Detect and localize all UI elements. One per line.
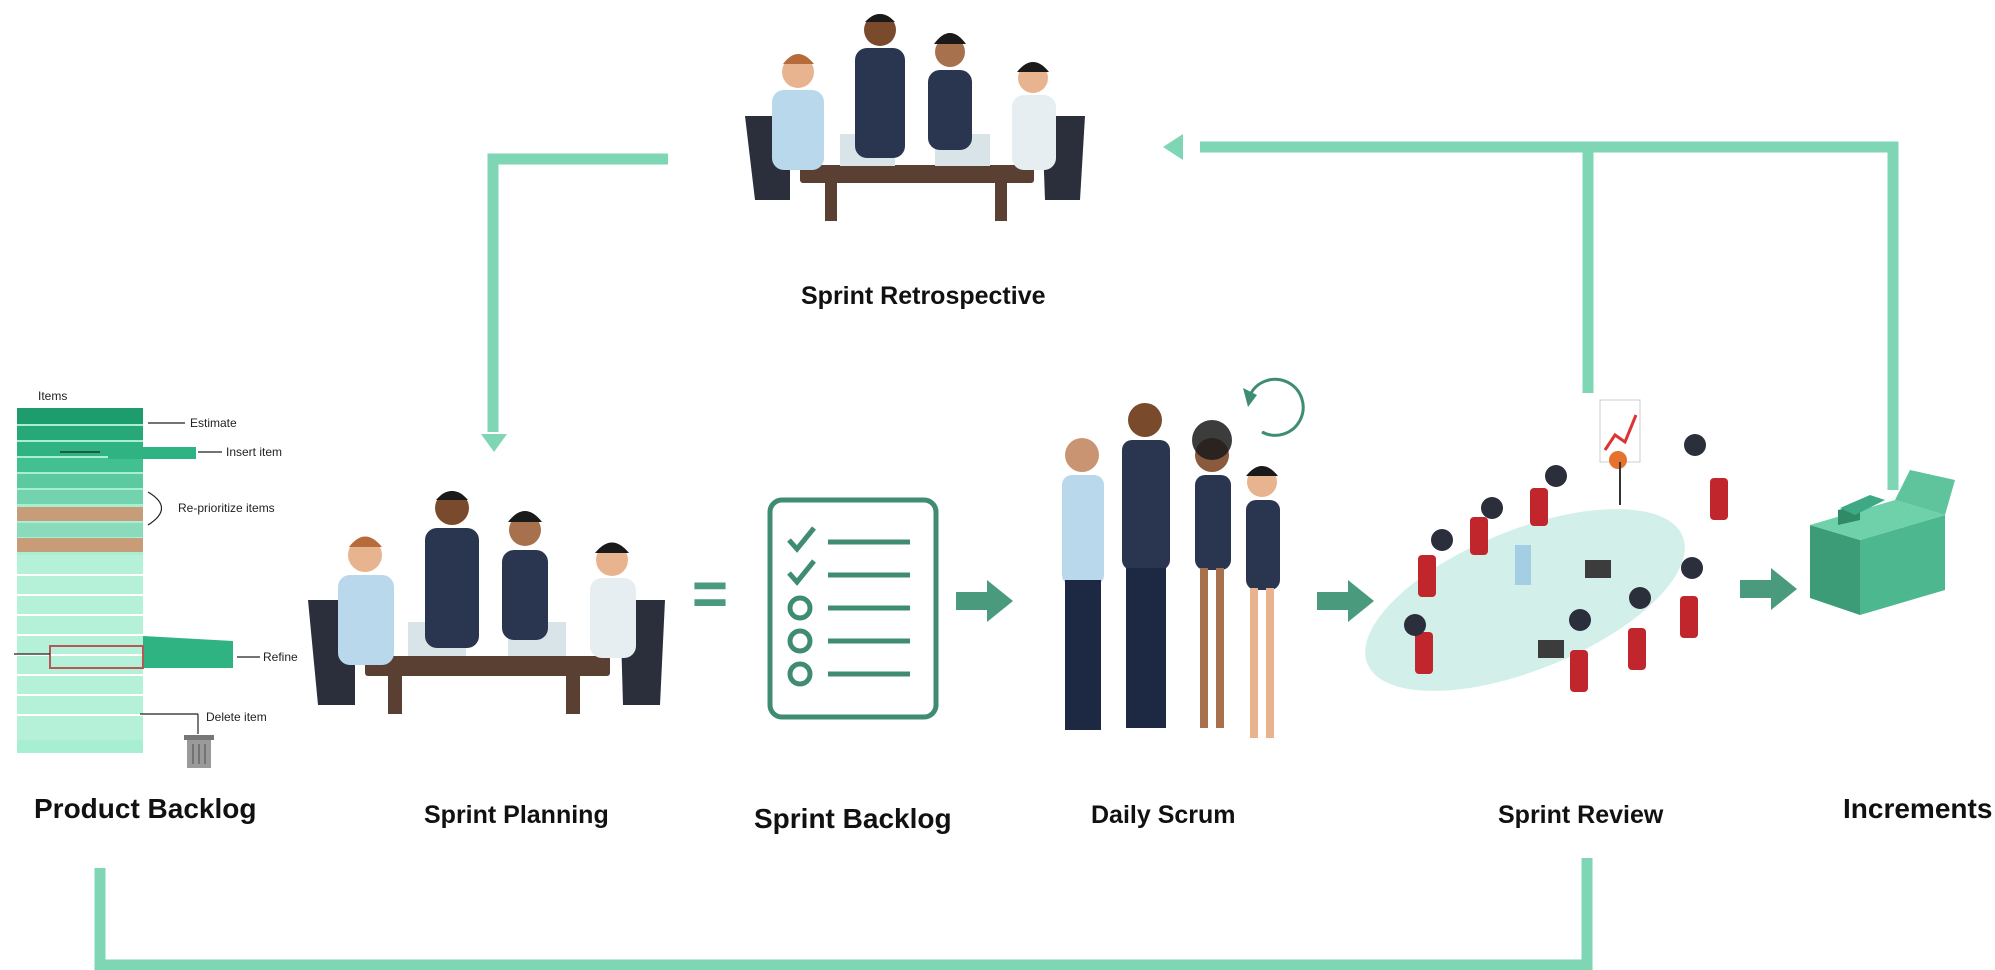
planning-meeting-illustration <box>308 491 665 714</box>
retrospective-meeting-illustration <box>745 14 1085 221</box>
arrow-review-to-increments <box>1740 568 1797 610</box>
daily-scrum-illustration <box>1062 377 1305 738</box>
annotation-refine: Refine <box>263 650 298 664</box>
label-sprint-backlog: Sprint Backlog <box>754 803 952 834</box>
label-sprint-retrospective: Sprint Retrospective <box>801 282 1046 310</box>
retro-to-planning-line <box>487 153 668 432</box>
cycle-arrow-icon <box>1248 377 1305 437</box>
arrowhead-down-planning <box>481 434 507 452</box>
annotation-insert-item: Insert item <box>226 445 282 459</box>
arrowhead-left-retro <box>1163 134 1183 160</box>
bottom-loop-line <box>94 858 1593 970</box>
review-to-retro-line <box>1200 141 1594 393</box>
annotation-items: Items <box>38 389 67 403</box>
arrow-sprint-backlog-to-scrum <box>956 580 1013 622</box>
annotation-delete-item: Delete item <box>206 710 267 724</box>
label-increments: Increments <box>1843 793 1993 824</box>
checklist-icon <box>767 497 939 720</box>
label-sprint-review: Sprint Review <box>1498 801 1664 829</box>
flow-arrows <box>956 568 1797 622</box>
increments-to-retro-line <box>1588 141 1899 490</box>
trash-icon <box>184 735 214 768</box>
annotation-estimate: Estimate <box>190 416 237 430</box>
annotation-reprioritize: Re-prioritize items <box>178 501 275 515</box>
label-daily-scrum: Daily Scrum <box>1091 801 1236 829</box>
arrow-scrum-to-review <box>1317 580 1374 622</box>
loop-lines <box>94 141 1899 970</box>
equals-sign: = <box>692 560 728 629</box>
product-backlog-stack <box>14 408 260 768</box>
label-sprint-planning: Sprint Planning <box>424 801 609 829</box>
sprint-review-illustration <box>1365 399 1728 692</box>
box-icon <box>1810 470 1955 615</box>
label-product-backlog: Product Backlog <box>34 793 257 824</box>
